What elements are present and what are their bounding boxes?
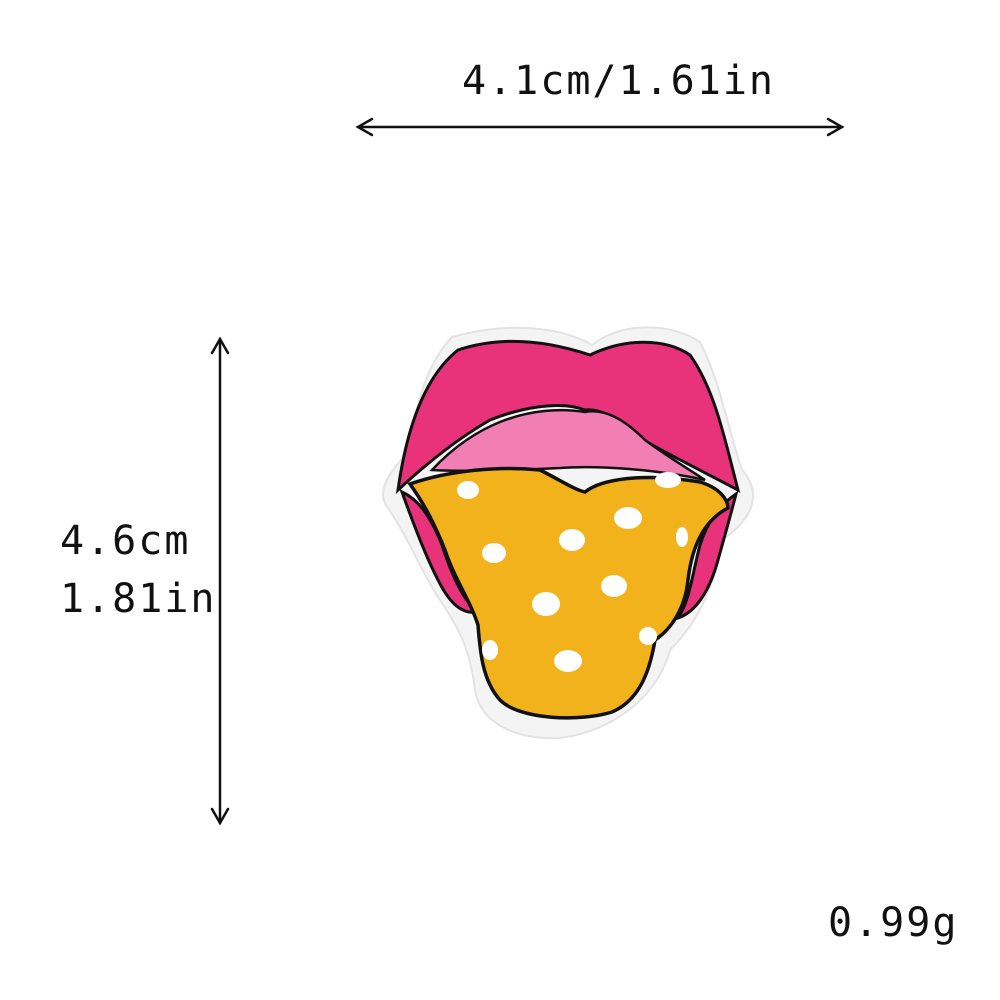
lips-patch-image: [381, 326, 755, 740]
height-in-label: 1.81in: [60, 576, 217, 622]
width-dimension-label: 4.1cm/1.61in: [462, 58, 775, 104]
height-arrow: [210, 336, 230, 826]
weight-label: 0.99g: [828, 900, 959, 946]
inner-lip: [429, 408, 706, 482]
upper-lip: [395, 339, 741, 494]
tongue-polka-dots: [457, 472, 688, 672]
width-arrow: [355, 117, 845, 137]
height-cm-label: 4.6cm: [60, 518, 191, 564]
